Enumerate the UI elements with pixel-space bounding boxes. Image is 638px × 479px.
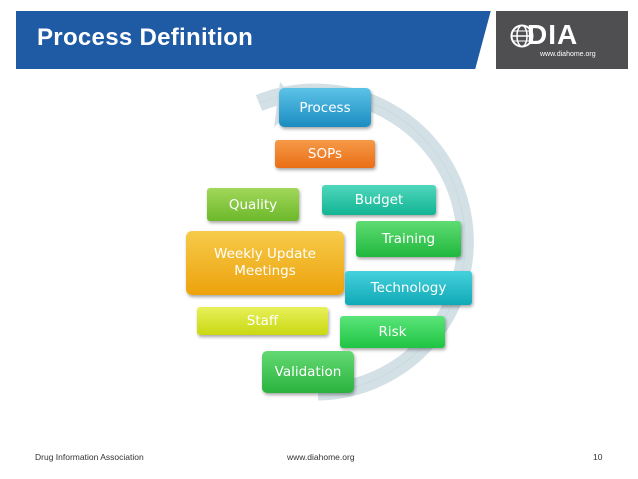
logo-url: www.diahome.org — [540, 51, 596, 58]
validation-node: Validation — [262, 351, 354, 393]
page-number: 10 — [593, 452, 603, 462]
weekly-update-node: Weekly Update Meetings — [186, 231, 344, 295]
budget-node: Budget — [322, 185, 436, 215]
title-bar-accent — [11, 11, 16, 69]
footer-url: www.diahome.org — [287, 452, 355, 462]
quality-node: Quality — [207, 188, 299, 221]
staff-node: Staff — [197, 307, 328, 335]
training-node: Training — [356, 221, 461, 257]
logo-text: DIA — [527, 19, 579, 50]
risk-node: Risk — [340, 316, 445, 348]
footer-org: Drug Information Association — [35, 452, 144, 462]
dia-logo: DIA www.diahome.org — [496, 11, 628, 69]
slide-header: DIA www.diahome.org Process Definition — [11, 11, 628, 69]
process-node: Process — [279, 88, 371, 127]
globe-icon — [510, 24, 534, 48]
title-bar — [11, 11, 503, 69]
page-title: Process Definition — [37, 24, 254, 51]
sops-node: SOPs — [275, 140, 375, 168]
technology-node: Technology — [345, 271, 472, 305]
